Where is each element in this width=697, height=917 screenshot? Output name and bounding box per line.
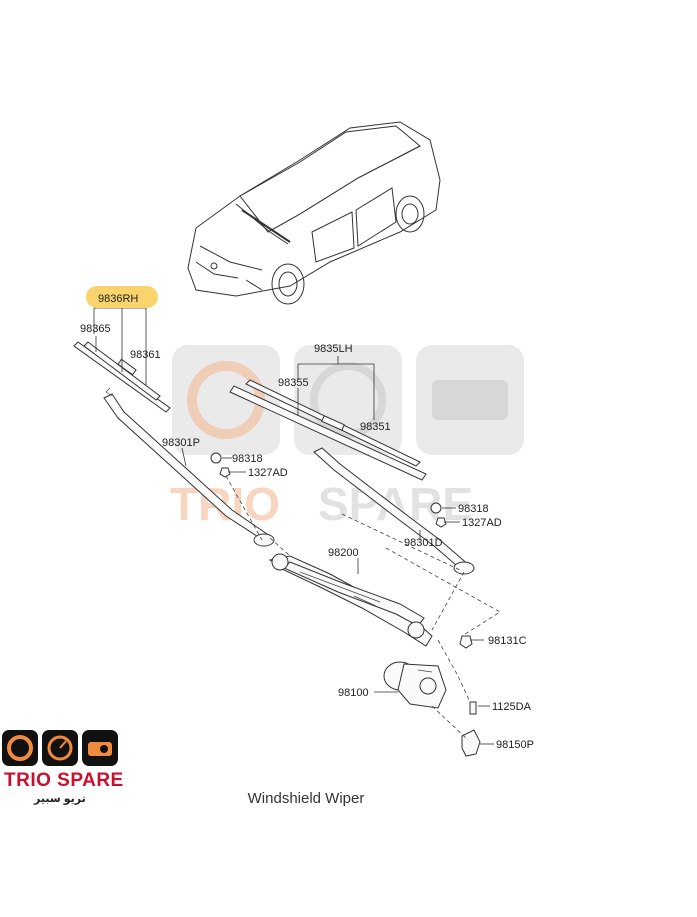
label-lh-blade: 9835LH xyxy=(314,343,353,355)
label-grommet: 98131C xyxy=(488,635,527,647)
brand-name: TRIO SPARE xyxy=(4,770,124,791)
label-nut-lh: 1327AD xyxy=(462,517,502,529)
label-linkage: 98200 xyxy=(328,547,359,559)
svg-text:SPARE: SPARE xyxy=(318,478,473,530)
brand-arabic-name: تريو سبير xyxy=(34,793,86,805)
rh-wiper-arm xyxy=(103,387,275,547)
brand-logo-icons xyxy=(2,730,118,766)
label-98355: 98355 xyxy=(278,377,309,389)
label-arm-lh: 98301D xyxy=(404,537,443,549)
bolt-bracket xyxy=(461,701,481,757)
label-cap-rh: 98318 xyxy=(232,453,263,465)
lh-wiper-arm xyxy=(313,447,475,575)
label-bolt: 1125DA xyxy=(492,701,532,713)
watermark: TRIO SPARE xyxy=(170,345,524,530)
label-nut-rh: 1327AD xyxy=(248,467,288,479)
diagram-caption: Windshield Wiper xyxy=(247,790,365,807)
wiper-motor xyxy=(383,661,447,709)
lh-wiper-blade xyxy=(229,379,427,481)
label-arm-rh: 98301P xyxy=(162,437,200,449)
assembly-lines xyxy=(225,475,501,741)
caps-nuts xyxy=(210,452,473,649)
wiper-linkage xyxy=(268,553,433,647)
label-bracket: 98150P xyxy=(496,739,534,751)
label-98365: 98365 xyxy=(80,323,111,335)
label-98361: 98361 xyxy=(130,349,161,361)
rh-blade-highlight xyxy=(86,286,158,308)
label-rh-blade: 9836RH xyxy=(98,293,138,305)
car-illustration xyxy=(187,121,441,305)
label-98351: 98351 xyxy=(360,421,391,433)
label-motor: 98100 xyxy=(338,687,369,699)
label-cap-lh: 98318 xyxy=(458,503,489,515)
part-labels: 9836RH 98365 98361 9835LH 98355 98351 98… xyxy=(80,293,534,751)
